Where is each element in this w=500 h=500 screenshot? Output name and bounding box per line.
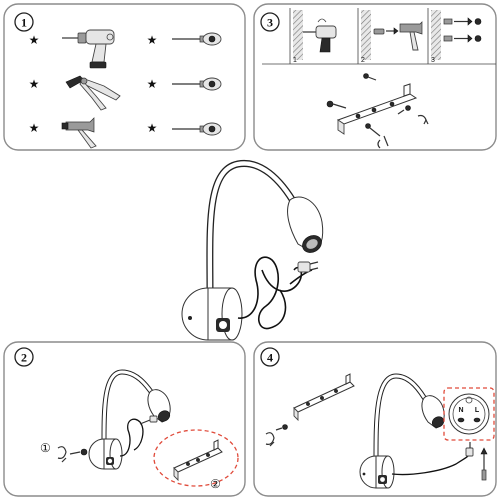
socket-label-live: L [475, 407, 480, 414]
screw-icon [275, 424, 288, 431]
step-number-badge [260, 347, 280, 367]
screw-icon [397, 105, 411, 115]
wall-section [293, 10, 303, 60]
panel-install-bracket: 2 ① [3, 341, 246, 497]
drill-icon [62, 29, 115, 69]
bracket-highlight [153, 429, 239, 487]
wall-section [361, 10, 371, 60]
lamp-illustration-small [359, 373, 488, 489]
screwdriver-icon [172, 122, 222, 136]
panel-tools-number: 1 [21, 16, 27, 30]
wall-plug-icon [373, 27, 399, 35]
wall-bracket [293, 373, 355, 422]
rotate-arrow-icon [57, 446, 67, 463]
step-label: 1 [293, 57, 297, 64]
panel-install-bracket-number: 2 [21, 351, 27, 365]
tool-marker-star: ★ [29, 33, 40, 47]
panel-final-assembly-number: 4 [267, 351, 273, 365]
tool-marker-star: ★ [29, 77, 40, 91]
socket-icon: N L [448, 393, 490, 435]
step-label: 2 [361, 57, 365, 64]
wall-bracket [336, 83, 418, 135]
power-button-icon [219, 321, 227, 329]
hammer-icon [61, 117, 97, 149]
step-label: 3 [431, 57, 435, 64]
step-number-badge [14, 347, 34, 367]
socket-highlight [443, 387, 495, 441]
panel-mount-steps: 3 1 2 [253, 3, 497, 151]
step-number-badge [260, 12, 280, 32]
lamp-illustration-small [88, 369, 171, 470]
wall-section [431, 10, 441, 60]
plug-icon [297, 261, 319, 273]
rotate-arrow-icon [265, 432, 275, 447]
screw-icon [69, 448, 88, 456]
wall-bracket [173, 439, 223, 482]
screw-icon [443, 17, 482, 26]
screwdriver-icon [172, 32, 222, 46]
screw-icon [363, 73, 377, 81]
panel-final-assembly: 4 [253, 341, 497, 497]
lamp-illustration [181, 159, 324, 341]
rotate-arrow-icon [377, 114, 429, 149]
tool-marker-star: ★ [29, 121, 40, 135]
arrow-up-icon [480, 447, 488, 481]
screwdriver-icon [172, 77, 222, 91]
drill-icon [303, 18, 337, 53]
callout-bracket: ② [210, 477, 221, 491]
screw-icon [326, 100, 347, 109]
wire-stripper-icon [65, 75, 121, 111]
step-number-badge [14, 12, 34, 32]
socket-label-neutral: N [458, 407, 463, 414]
panel-tools: 1 ★ ★ ★ ★ ★ ★ [3, 3, 246, 151]
panel-mount-steps-number: 3 [267, 16, 273, 30]
screw-icon [365, 123, 389, 147]
screw-icon [443, 34, 482, 43]
callout-screws: ① [40, 441, 51, 455]
tool-marker-star: ★ [147, 33, 158, 47]
tool-marker-star: ★ [147, 121, 158, 135]
tool-marker-star: ★ [147, 77, 158, 91]
plug-icon [465, 442, 474, 457]
hammer-icon [399, 21, 423, 51]
